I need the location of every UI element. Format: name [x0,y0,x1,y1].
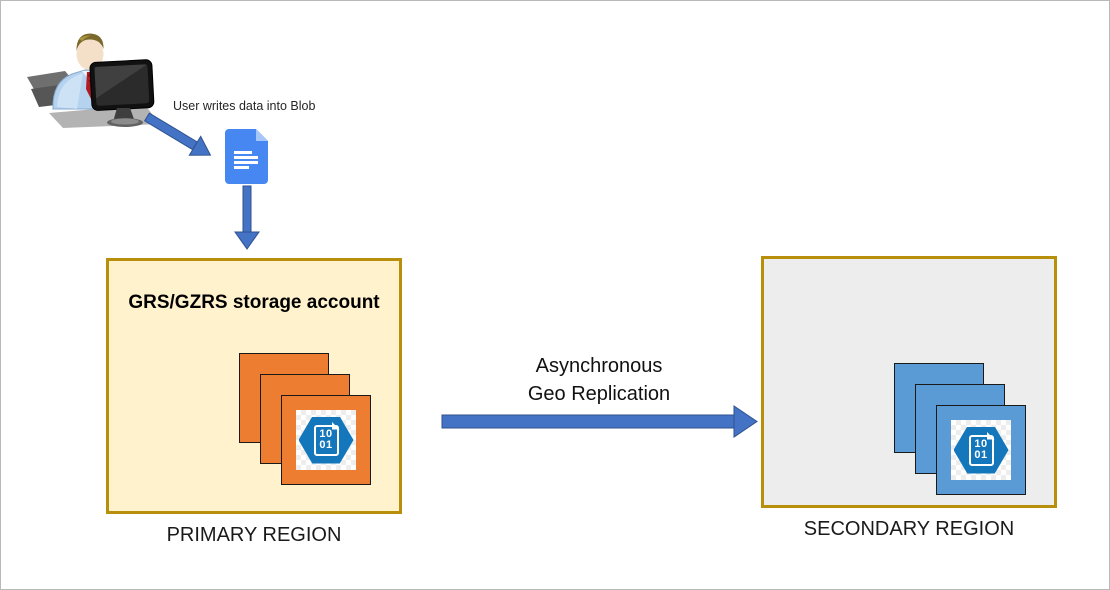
binary-top-text: 10 [319,428,333,440]
geo-replication-arrow [441,405,758,438]
storage-account-title: GRS/GZRS storage account [128,292,380,313]
document-text-line [234,151,252,154]
geo-replication-label: Asynchronous Geo Replication [441,352,757,408]
user-to-blob-arrow [143,112,212,156]
secondary-region-label: SECONDARY REGION [803,518,1015,540]
secondary-blob-stack: 10 01 [894,363,1027,496]
geo-replication-label-line1: Asynchronous [535,355,663,377]
binary-document-fold [331,421,340,430]
user-at-computer-icon [27,33,160,128]
blob-document-fold [256,129,268,141]
blob-square: 10 01 [936,405,1026,495]
document-text-line [234,161,258,164]
document-text-line [234,156,258,159]
primary-blob-stack: 10 01 [239,353,372,486]
primary-region-box: GRS/GZRS storage account 10 01 [106,258,402,514]
blob-icon-inset: 10 01 [296,410,356,470]
binary-document-glyph: 10 01 [313,421,340,456]
blob-hexagon-icon: 10 01 [298,416,354,464]
document-text-line [234,166,249,169]
primary-region-label: PRIMARY REGION [166,524,342,546]
binary-document-glyph: 10 01 [968,431,995,466]
blob-hexagon-icon: 10 01 [953,426,1009,474]
blob-document-icon [225,129,268,184]
blob-to-primary-arrow [234,185,260,250]
blob-square: 10 01 [281,395,371,485]
blob-icon-inset: 10 01 [951,420,1011,480]
binary-document-fold [986,431,995,440]
binary-bottom-text: 01 [319,439,333,451]
user-writes-caption: User writes data into Blob [173,99,316,113]
binary-top-text: 10 [974,438,988,450]
geo-replication-label-line2: Geo Replication [527,383,671,405]
secondary-region-box: 10 01 [761,256,1057,508]
binary-bottom-text: 01 [974,449,988,461]
